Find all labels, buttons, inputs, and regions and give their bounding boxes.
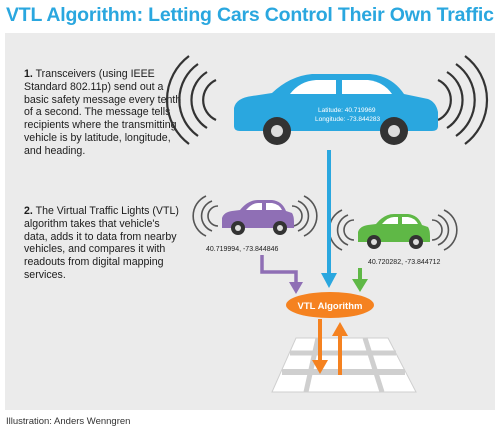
step-1-number: 1. [24,68,33,80]
main-car-latitude: Latitude: 40.719969 [318,107,376,114]
main-car-window-front [290,80,336,94]
arrows-algorithm-map [312,319,348,375]
vtl-algorithm-node: VTL Algorithm [286,292,374,318]
step-2-description: The Virtual Traffic Lights (VTL) algorit… [24,205,179,281]
main-car: Latitude: 40.719969 Longitude: -73.84428… [234,74,438,145]
step-1-description: Transceivers (using IEEE Standard 802.11… [24,68,182,157]
main-car-longitude: Longitude: -73.844283 [315,116,380,123]
right-car-coordinates: 40.720282, -73.844712 [368,259,441,266]
main-car-signal-waves [165,55,489,145]
left-car [222,200,294,235]
arrow-right-to-algorithm [352,268,368,292]
road-map [271,337,417,393]
left-car-coordinates: 40.719994, -73.844846 [206,246,279,253]
arrow-main-to-algorithm [321,150,337,288]
step-2-text: 2. The Virtual Traffic Lights (VTL) algo… [24,205,184,282]
step-2-number: 2. [24,205,33,217]
left-car-signal-waves [192,195,318,237]
illustration-credit: Illustration: Anders Wenngren [6,416,131,427]
arrow-left-to-algorithm [260,255,303,294]
right-car [358,214,430,249]
step-1-text: 1. Transceivers (using IEEE Standard 802… [24,68,184,158]
vtl-algorithm-label: VTL Algorithm [298,301,363,312]
right-car-signal-waves [328,209,458,251]
main-car-window-rear [342,80,392,94]
page-title: VTL Algorithm: Letting Cars Control Thei… [6,4,494,26]
